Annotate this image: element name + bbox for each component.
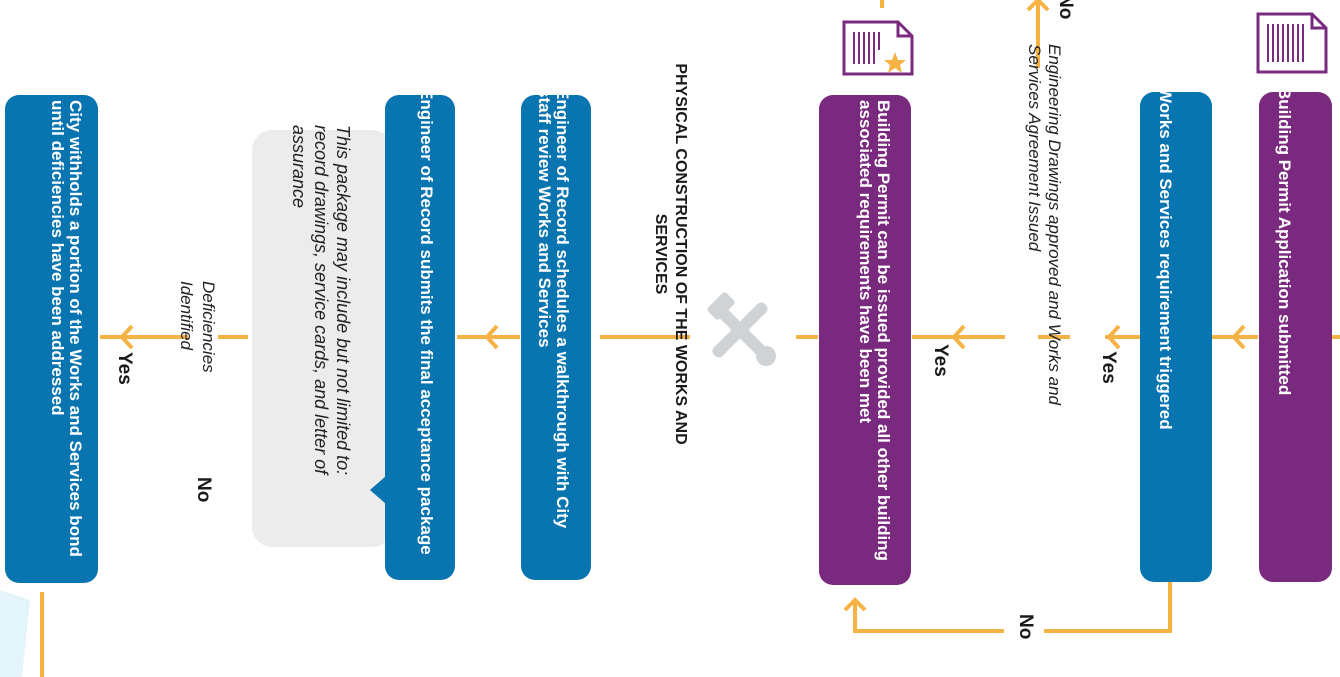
box-ws-triggered: Works and Services requirement triggered [1140,87,1212,582]
box-application-submitted-text: Building Permit Application submitted [1275,87,1294,396]
certificate-icon [842,20,914,76]
box-final-package-text: Engineer of Record submits the final acc… [417,88,436,555]
label-no-bottom: No [1015,614,1036,640]
note-pointer [370,476,386,504]
box-withhold-bond-text: City withholds a portion of the Works an… [48,100,85,557]
note-deficiencies: Deficiencies Identified [177,281,218,373]
box-final-package: Engineer of Record submits the final acc… [385,88,455,580]
box-permit-issued: Building Permit can be issued provided a… [819,95,911,585]
label-yes-1: Yes [1098,351,1119,384]
note-eng-drawings: Engineering Drawings approved and Works … [1025,44,1064,405]
document-icon [1256,12,1328,74]
label-yes-3: Yes [114,352,135,385]
label-yes-2: Yes [930,344,951,377]
box-withhold-bond: City withholds a portion of the Works an… [5,95,98,583]
label-no-top: No [1055,0,1076,20]
box-application-submitted: Building Permit Application submitted [1259,87,1332,582]
box-ws-triggered-text: Works and Services requirement triggered [1156,87,1175,430]
note-package-text: This package may include but not limited… [289,125,353,476]
note-package: This package may include but not limited… [252,125,392,547]
tools-icon [700,290,780,370]
box-permit-issued-text: Building Permit can be issued provided a… [856,100,893,561]
label-no-deficiencies: No [193,477,214,503]
box-walkthrough-text: Engineer of Record schedules a walkthrou… [535,88,572,529]
box-walkthrough: Engineer of Record schedules a walkthrou… [521,88,591,580]
note-physical-construction: PHYSICAL CONSTRUCTION OF THE WORKS AND S… [652,63,689,445]
